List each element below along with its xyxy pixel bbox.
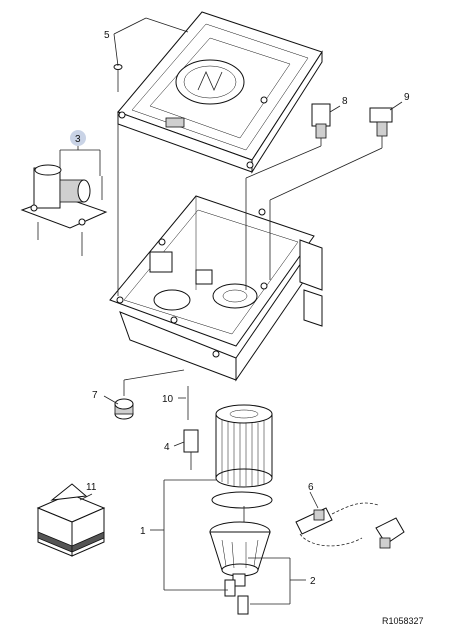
o-ring [211,491,273,509]
sensor-9 [369,107,393,148]
callout-8: 8 [342,96,348,107]
callout-6: 6 [308,482,314,493]
sleeve-4 [183,429,199,470]
filter-element [215,404,273,488]
callout-11: 11 [86,482,97,493]
callout-labels: 5 3 8 9 7 10 4 11 6 1 2 R1058327 [75,30,424,626]
sensor-8 [311,103,331,146]
filter-housing [109,195,323,382]
cover-lid [117,11,323,174]
reference-number: R1058327 [382,616,424,626]
filter-bowl [209,506,271,587]
callout-10: 10 [162,394,174,405]
valve-assembly [20,130,108,256]
connector-6 [295,502,405,549]
lid-screw [113,64,123,92]
drain-parts-2 [224,579,249,615]
callout-4: 4 [164,442,170,453]
callout-5: 5 [104,30,110,41]
leader-lines [59,17,403,605]
kit-box-11 [36,483,106,557]
callout-9: 9 [404,92,410,103]
callout-1: 1 [140,526,146,537]
lid-logo-circle [175,59,245,105]
callout-3-highlight [70,130,86,146]
callout-2: 2 [310,576,316,587]
callout-3: 3 [75,134,81,145]
callout-7: 7 [92,390,98,401]
grommet-7 [114,398,134,420]
